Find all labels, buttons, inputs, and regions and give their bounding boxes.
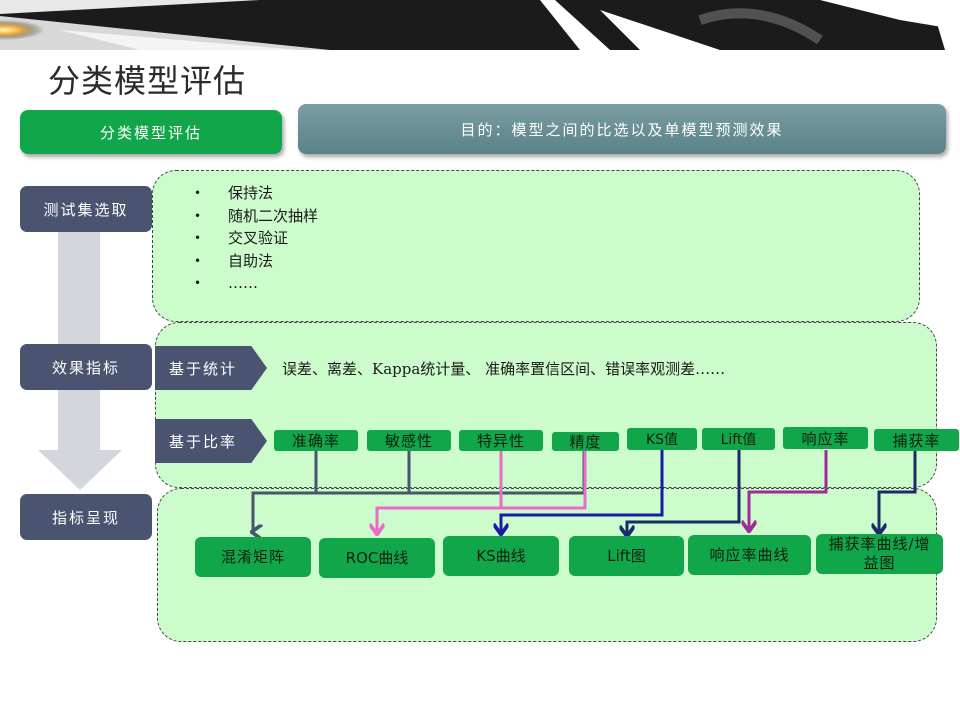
bullet-icon: • bbox=[194, 231, 202, 245]
bullet-icon: • bbox=[194, 276, 202, 290]
tag-precision: 精度 bbox=[552, 432, 619, 451]
output-response-rate-curve: 响应率曲线 bbox=[688, 535, 811, 575]
statistics-based-label: 基于统计 bbox=[155, 346, 267, 390]
output-capture-rate-curve: 捕获率曲线/增益图 bbox=[816, 534, 943, 574]
bullet-icon: • bbox=[194, 208, 202, 223]
tag-ks-value: KS值 bbox=[627, 428, 697, 450]
topic-box: 分类模型评估 bbox=[20, 110, 282, 154]
purpose-box: 目的：模型之间的比选以及单模型预测效果 bbox=[298, 104, 946, 154]
ratio-based-label: 基于比率 bbox=[155, 419, 267, 463]
list-item: •保持法 bbox=[194, 182, 318, 205]
tag-sensitivity: 敏感性 bbox=[367, 430, 451, 451]
tag-specificity: 特异性 bbox=[459, 430, 543, 451]
statistics-metrics-text: 误差、离差、Kappa统计量、 准确率置信区间、错误率观测差…… bbox=[282, 360, 726, 378]
list-item: •随机二次抽样 bbox=[194, 205, 318, 228]
tag-accuracy: 准确率 bbox=[274, 430, 358, 451]
stage-test-set-selection: 测试集选取 bbox=[20, 186, 152, 232]
header-banner bbox=[0, 0, 960, 50]
list-item: •交叉验证 bbox=[194, 227, 318, 250]
bullet-icon: • bbox=[194, 186, 202, 200]
stage-metric-presentation: 指标呈现 bbox=[20, 494, 152, 540]
metrics-panel bbox=[155, 322, 937, 488]
tag-capture-rate: 捕获率 bbox=[874, 429, 959, 451]
output-roc-curve: ROC曲线 bbox=[319, 538, 435, 578]
flow-arrow-head-icon bbox=[38, 450, 122, 490]
stage-effect-metrics: 效果指标 bbox=[20, 344, 152, 390]
banner-graphic bbox=[0, 0, 960, 50]
flow-arrow-shaft bbox=[58, 228, 100, 452]
test-set-panel bbox=[152, 170, 920, 322]
bullet-icon: • bbox=[194, 253, 202, 268]
tag-lift-value: Lift值 bbox=[702, 428, 775, 450]
test-set-method-list: •保持法 •随机二次抽样 •交叉验证 •自助法 •…… bbox=[194, 182, 318, 295]
output-lift-chart: Lift图 bbox=[569, 536, 684, 576]
output-ks-curve: KS曲线 bbox=[443, 536, 559, 576]
list-item: •…… bbox=[194, 272, 318, 295]
output-confusion-matrix: 混淆矩阵 bbox=[195, 537, 311, 577]
list-item: •自助法 bbox=[194, 250, 318, 273]
tag-response-rate: 响应率 bbox=[783, 427, 868, 449]
page-title: 分类模型评估 bbox=[48, 62, 247, 100]
